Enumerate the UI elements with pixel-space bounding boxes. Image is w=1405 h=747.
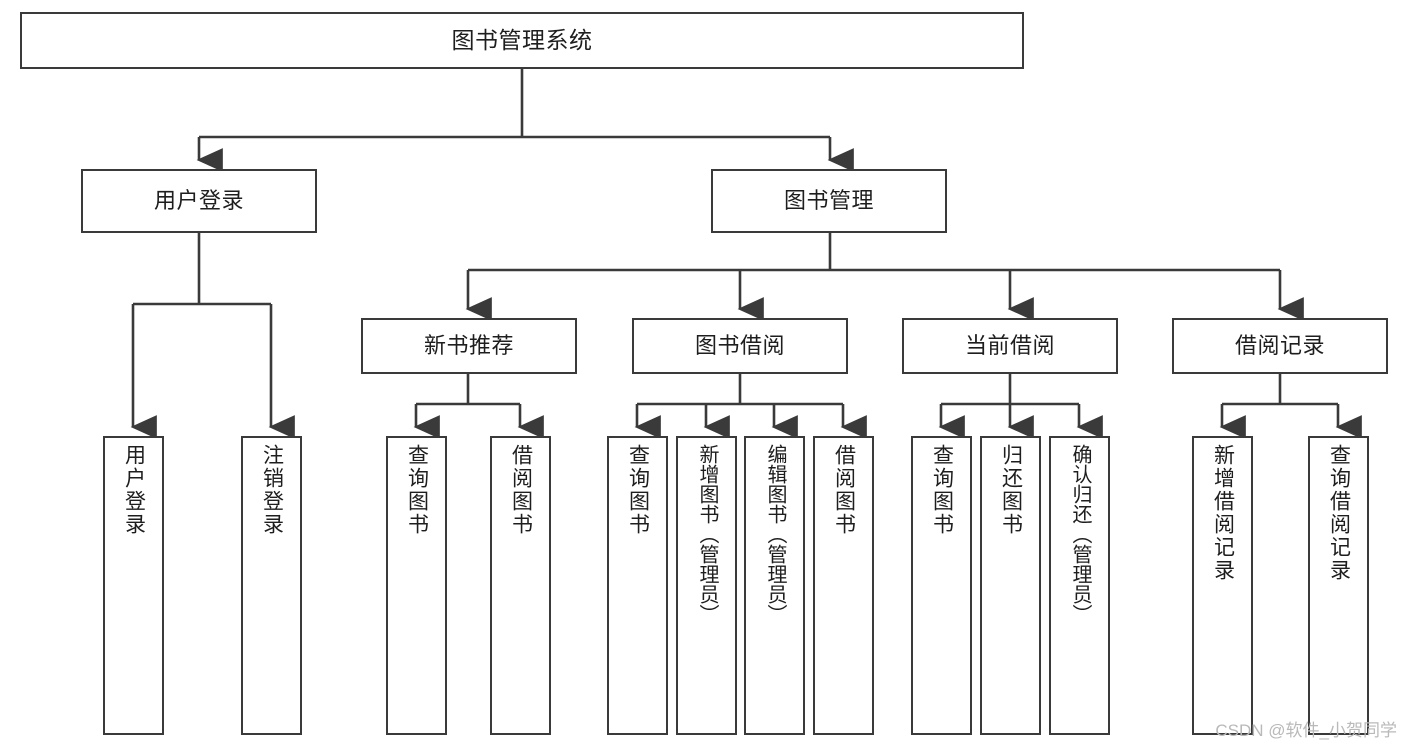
node-leaf-borrow-book-1[interactable]: 借阅图书 xyxy=(490,436,551,735)
csdn-watermark: CSDN @软件_小贺同学 xyxy=(1215,721,1397,740)
node-book-manage[interactable]: 图书管理 xyxy=(711,169,947,233)
node-label: 注销登录 xyxy=(260,444,284,536)
node-label: 借阅记录 xyxy=(1234,333,1325,359)
node-leaf-add-book[interactable]: 新增图书（管理员） xyxy=(676,436,737,735)
node-label: 新书推荐 xyxy=(423,333,514,359)
node-book-borrow[interactable]: 图书借阅 xyxy=(632,318,848,374)
node-label: 图书管理系统 xyxy=(451,27,593,54)
node-borrow-record[interactable]: 借阅记录 xyxy=(1172,318,1388,374)
node-user-login[interactable]: 用户登录 xyxy=(81,169,317,233)
node-leaf-query-book-3[interactable]: 查询图书 xyxy=(911,436,972,735)
node-leaf-query-book-2[interactable]: 查询图书 xyxy=(607,436,668,735)
node-current-borrow[interactable]: 当前借阅 xyxy=(902,318,1118,374)
node-label: 用户登录 xyxy=(153,188,244,214)
node-leaf-add-record[interactable]: 新增借阅记录 xyxy=(1192,436,1253,735)
node-leaf-query-book-1[interactable]: 查询图书 xyxy=(386,436,447,735)
node-leaf-user-login[interactable]: 用户登录 xyxy=(103,436,164,735)
node-label: 图书管理 xyxy=(783,188,874,214)
node-label: 当前借阅 xyxy=(964,333,1055,359)
node-label: 归还图书 xyxy=(999,444,1023,536)
node-label: 查询图书 xyxy=(405,444,429,536)
node-new-book-recommend[interactable]: 新书推荐 xyxy=(361,318,577,374)
node-root-book-management-system[interactable]: 图书管理系统 xyxy=(20,12,1024,69)
node-leaf-query-record[interactable]: 查询借阅记录 xyxy=(1308,436,1369,735)
node-leaf-edit-book[interactable]: 编辑图书（管理员） xyxy=(744,436,805,735)
node-label: 确认归还（管理员） xyxy=(1069,444,1091,624)
node-label: 新增借阅记录 xyxy=(1211,444,1235,582)
node-leaf-borrow-book-2[interactable]: 借阅图书 xyxy=(813,436,874,735)
node-leaf-confirm-return[interactable]: 确认归还（管理员） xyxy=(1049,436,1110,735)
node-label: 借阅图书 xyxy=(509,444,533,536)
node-label: 查询借阅记录 xyxy=(1327,444,1351,582)
node-label: 借阅图书 xyxy=(832,444,856,536)
node-label: 用户登录 xyxy=(122,444,146,536)
node-label: 新增图书（管理员） xyxy=(696,444,718,624)
node-leaf-logout[interactable]: 注销登录 xyxy=(241,436,302,735)
node-leaf-return-book[interactable]: 归还图书 xyxy=(980,436,1041,735)
node-label: 编辑图书（管理员） xyxy=(764,444,786,624)
node-label: 查询图书 xyxy=(626,444,650,536)
node-label: 查询图书 xyxy=(930,444,954,536)
node-label: 图书借阅 xyxy=(694,333,785,359)
